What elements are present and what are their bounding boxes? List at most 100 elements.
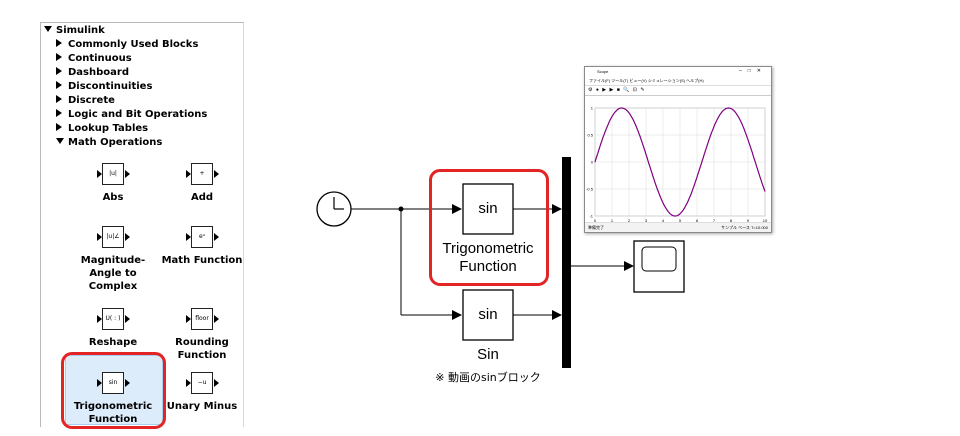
library-block[interactable]: U( : ) Reshape [68,308,158,349]
block-label: Add [190,192,214,203]
y-tick-label: -0.5 [586,187,594,192]
block-icon: |u|∠ [97,226,130,248]
annotation-note: ※ 動画のsinブロック [435,371,541,384]
branch-point [398,206,404,212]
x-tick-label: 4 [662,218,665,223]
collapsed-arrow-icon[interactable] [56,123,62,131]
library-block[interactable]: + Add [157,163,247,204]
block-label: Abs [102,192,124,203]
block-label: Reshape [88,337,138,348]
library-block[interactable]: |u|∠ Magnitude-Angle to Complex [68,226,158,293]
collapsed-arrow-icon[interactable] [56,109,62,117]
data-point [654,180,655,182]
data-point [730,108,732,109]
data-point [688,199,689,201]
block-icon: + [186,163,219,185]
data-point [705,149,706,151]
window-controls[interactable]: –□✕ [739,68,767,74]
clock-block[interactable] [316,191,352,227]
library-block[interactable]: |u| Abs [68,163,158,204]
block-label: Rounding Function [175,337,229,361]
collapsed-arrow-icon[interactable] [56,95,62,103]
arrow-icon [452,310,462,320]
data-point [739,118,740,120]
collapsed-arrow-icon[interactable] [56,67,62,75]
scope-title: Scope [597,69,609,74]
block-icon: −u [186,372,219,394]
tree-item[interactable]: Lookup Tables [56,122,148,136]
scope-window[interactable]: Scope –□✕ ファイル(F) ツール(T) ビュー(V) シミュレーション… [584,66,772,233]
tree-item[interactable]: Discrete [56,94,115,108]
data-point [722,110,723,112]
tree-item[interactable]: Commonly Used Blocks [56,38,198,52]
block-label: Unary Minus [166,401,238,412]
block-icon: |u| [97,163,130,185]
data-point [594,161,596,163]
x-tick-label: 0 [594,218,597,223]
collapsed-arrow-icon[interactable] [56,39,62,47]
tree-item[interactable]: Continuous [56,52,132,66]
y-tick-label: 1 [591,106,594,111]
sin-block-label: Sin [477,346,499,363]
model-highlight-ring [429,169,549,286]
block-label: Magnitude-Angle to Complex [80,255,146,292]
sin-block-text: sin [478,306,498,323]
data-point [747,139,749,141]
y-tick-label: 0 [591,160,594,165]
expanded-arrow-icon[interactable] [44,26,52,32]
trig-block-label: Trigonometric Function [442,240,534,275]
x-tick-label: 1 [611,218,614,223]
data-point [620,107,621,109]
block-icon: eᵘ [186,226,219,248]
data-point [662,202,664,204]
tree-item[interactable]: Logic and Bit Operations [56,108,207,122]
block-icon: sin [97,372,130,394]
data-point [756,165,757,167]
tree-item[interactable]: Discontinuities [56,80,152,94]
y-tick-label: 0.5 [587,133,593,138]
data-point [637,129,638,131]
scope-title-bar[interactable]: Scope –□✕ [585,67,771,76]
data-point [628,112,630,114]
tree-item[interactable]: Dashboard [56,66,129,80]
expanded-arrow-icon[interactable] [56,138,64,144]
arrow-icon [624,261,634,271]
scope-menu-bar[interactable]: ファイル(F) ツール(T) ビュー(V) シミュレーション(S) ヘルプ(H) [585,76,771,86]
data-point [645,153,647,155]
x-tick-label: 3 [645,218,648,223]
block-icon: floor [186,308,219,330]
library-highlight-ring [61,352,166,429]
data-point [671,214,672,216]
x-tick-label: 9 [747,218,750,223]
data-point [679,213,681,215]
block-label: Trigonometric Function [73,401,153,425]
scope-status-bar: 準備完了 サンプル ベース T=10.000 [585,222,771,232]
block-label: Math Function [161,255,243,266]
y-tick-label: -1 [589,214,593,219]
data-point [611,116,613,117]
x-tick-label: 5 [679,218,682,223]
scope-block[interactable] [633,240,685,293]
x-tick-label: 2 [628,218,631,223]
collapsed-arrow-icon[interactable] [56,53,62,61]
tree-root-simulink[interactable]: Simulink [44,24,105,38]
data-point [696,176,698,178]
x-tick-label: 6 [696,218,699,223]
mux-block[interactable] [562,157,571,368]
arrow-icon [552,310,562,320]
trig-block-text: sin [478,200,498,217]
block-icon: U( : ) [97,308,130,330]
x-tick-label: 10 [763,218,768,223]
data-point [603,135,604,137]
data-point [764,190,766,192]
x-tick-label: 7 [713,218,716,223]
tree-item[interactable]: Math Operations [56,136,162,150]
scope-toolbar[interactable]: ⚙ ● ▶ ▶ ■ 🔍 ⊡ ✎ [585,86,771,96]
collapsed-arrow-icon[interactable] [56,81,62,89]
